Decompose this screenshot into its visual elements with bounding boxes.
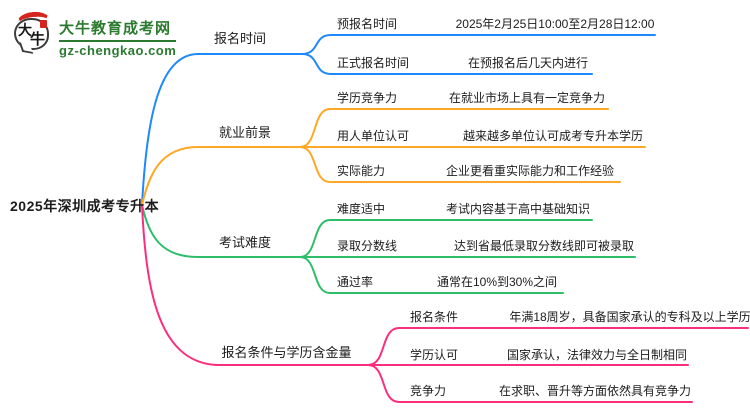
logo-divider [59,40,177,42]
connector-sub [299,146,621,183]
logo-red-seal-icon [40,20,47,28]
branch-topic-conditions-and-value: 报名条件与学历含金量 [221,345,352,360]
logo-char-niu: 牛 [30,32,46,48]
branch-topic-registration-time: 报名时间 [213,31,266,46]
subtopic-value: 在求职、晋升等方面依然具有竞争力 [498,384,692,398]
connector-branch-conditions [141,204,369,366]
connector-sub [301,34,656,55]
subtopic-label: 用人单位认可 [337,129,410,143]
subtopic-label: 难度适中 [337,202,386,216]
logo-bubble-icon: 大 牛 [14,10,52,55]
subtopic-label: 通过率 [337,275,374,289]
root-topic: 2025年深圳成考专升本 [10,198,160,214]
connector-sub [367,364,693,403]
subtopic-value: 越来越多单位认可成考专升本学历 [462,129,644,143]
subtopic-label: 正式报名时间 [337,56,410,70]
branch-topic-exam-difficulty: 考试难度 [218,235,271,250]
subtopic-label: 录取分数线 [337,239,398,253]
logo-text-block: 大牛教育成考网 gz-chengkao.com [59,11,177,58]
connector-sub [299,219,593,258]
connector-branch-employment [141,146,301,206]
connector-sub [367,327,749,366]
connector-sub [299,108,609,148]
subtopic-value: 国家承认，法律效力与全日制相同 [506,348,688,362]
site-logo: 大 牛 大牛教育成考网 gz-chengkao.com [14,10,177,58]
connector-branch-registration [141,53,303,206]
subtopic-label: 学历竞争力 [337,91,398,105]
subtopic-label: 竞争力 [410,384,447,398]
subtopic-value: 达到省最低录取分数线即可被录取 [453,239,635,253]
subtopic-value: 在就业市场上具有一定竞争力 [448,91,606,105]
subtopic-value: 考试内容基于高中基础知识 [445,202,591,216]
subtopic-value: 通常在10%到30%之间 [436,275,558,289]
connector-sub [299,256,564,294]
site-url: gz-chengkao.com [59,43,177,58]
subtopic-value: 年满18周岁，具备国家承认的专科及以上学历 [509,310,750,324]
site-name: 大牛教育成考网 [59,20,172,37]
subtopic-value: 在预报名后几天内进行 [467,56,589,70]
branch-topic-employment-prospects: 就业前景 [218,125,271,140]
subtopic-label: 学历认可 [410,348,459,362]
subtopic-label: 报名条件 [410,310,459,324]
subtopic-label: 预报名时间 [337,17,398,31]
subtopic-value: 企业更看重实际能力和工作经验 [445,164,615,178]
connector-sub [301,53,593,75]
logo-char-da: 大 [18,24,32,39]
connector-branch-difficulty [141,204,301,258]
subtopic-value: 2025年2月25日10:00至2月28日12:00 [455,17,655,31]
subtopic-label: 实际能力 [337,164,386,178]
